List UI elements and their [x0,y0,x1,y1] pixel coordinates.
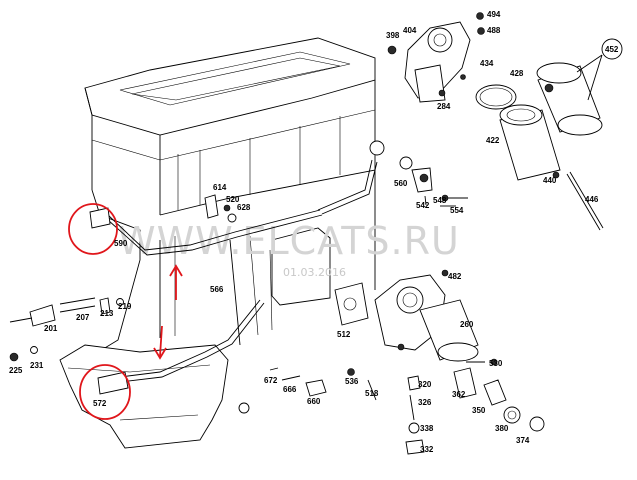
oil-filter-housing-top [387,12,485,103]
part-label-440: 440 [543,176,557,185]
long-bolt-446 [566,173,601,231]
part-label-422: 422 [486,136,500,145]
part-label-213: 213 [100,309,114,318]
part-label-404: 404 [403,26,417,35]
part-label-554: 554 [450,206,464,215]
engine-block [59,37,376,449]
filter-insert-422 [499,104,561,181]
part-label-380: 380 [495,424,509,433]
part-label-488: 488 [487,26,501,35]
part-label-520: 520 [226,195,240,204]
watermark-text: WWW.ELCATS.RU [118,219,460,263]
part-label-672: 672 [264,376,278,385]
part-label-446: 446 [585,195,599,204]
part-label-350: 350 [472,406,486,415]
highlight-circle-upper [68,203,118,255]
part-label-542: 542 [416,201,430,210]
red-annotations [68,203,183,420]
part-label-284: 284 [437,102,451,111]
arrow-down-icon [153,325,167,360]
part-label-628: 628 [237,203,251,212]
part-label-666: 666 [283,385,297,394]
part-label-374: 374 [516,436,530,445]
oil-lines [107,159,378,384]
highlight-circle-lower [79,364,131,420]
part-label-566: 566 [210,285,224,294]
part-label-326: 326 [418,398,432,407]
part-label-660: 660 [307,397,321,406]
part-label-536: 536 [345,377,359,386]
part-label-560: 560 [394,179,408,188]
oil-filter-housing-260 [374,269,479,362]
part-label-260: 260 [460,320,474,329]
bracket-614 [204,194,219,219]
part-label-434: 434 [480,59,494,68]
seal-ring-428 [475,84,517,110]
part-label-482: 482 [448,272,462,281]
part-label-398: 398 [386,31,400,40]
oil-pipe-fittings [369,140,468,207]
part-label-530: 530 [489,359,503,368]
part-label-362: 362 [452,390,466,399]
small-parts-left [9,297,124,362]
arrow-up-icon [169,264,183,300]
part-label-518: 518 [365,389,379,398]
part-label-338: 338 [420,424,434,433]
part-label-494: 494 [487,10,501,19]
part-label-225: 225 [9,366,23,375]
gasket-512 [334,282,369,326]
part-label-207: 207 [76,313,90,322]
part-label-512: 512 [337,330,351,339]
part-label-572: 572 [93,399,107,408]
part-label-332: 332 [420,445,434,454]
part-labels: 398 404 494 488 452 434 428 284 422 440 … [9,10,619,454]
part-label-428: 428 [510,69,524,78]
part-label-548: 548 [433,196,447,205]
part-label-219: 219 [118,302,132,311]
filter-element-452 [536,38,623,136]
watermark-date: 01.03.2016 [283,266,346,279]
drain-plug-572 [97,371,129,395]
small-parts-bottom [238,358,545,455]
part-label-201: 201 [44,324,58,333]
part-label-452: 452 [605,45,619,54]
part-label-590: 590 [114,239,128,248]
part-label-320: 320 [418,380,432,389]
part-label-614: 614 [213,183,227,192]
plug-590 [89,207,111,229]
part-label-231: 231 [30,361,44,370]
